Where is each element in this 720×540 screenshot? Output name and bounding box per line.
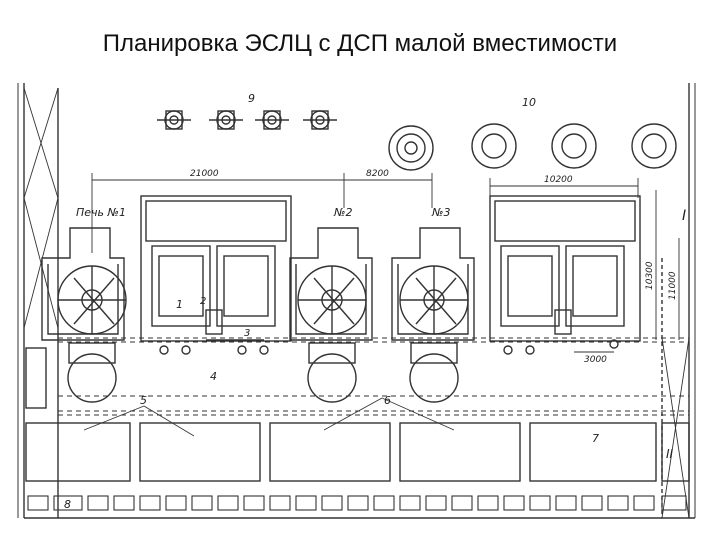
rail-cars-row bbox=[27, 495, 687, 511]
label-furnace-3: №3 bbox=[431, 206, 450, 219]
dim-21000: 21000 bbox=[190, 169, 219, 179]
ladles-row bbox=[388, 123, 677, 171]
label-9: 9 bbox=[248, 92, 255, 105]
dim-8200: 8200 bbox=[366, 169, 389, 179]
furnace-2 bbox=[289, 227, 373, 403]
label-1: 1 bbox=[176, 298, 183, 311]
label-roman-2: II bbox=[666, 447, 674, 461]
dim-3000: 3000 bbox=[584, 355, 607, 365]
storage-bins-row bbox=[25, 422, 690, 482]
control-buildings bbox=[140, 195, 641, 342]
dim-11000: 11000 bbox=[668, 271, 678, 300]
slide-title: Планировка ЭСЛЦ с ДСП малой вместимости bbox=[102, 30, 618, 57]
small-devices bbox=[159, 309, 619, 355]
label-furnace-1: Печь №1 bbox=[76, 206, 126, 219]
label-8: 8 bbox=[64, 498, 71, 511]
label-5: 5 bbox=[140, 394, 147, 407]
crane-rails bbox=[58, 337, 689, 416]
label-10: 10 bbox=[522, 96, 536, 109]
leader-lines bbox=[83, 397, 455, 437]
label-2: 2 bbox=[200, 296, 206, 307]
label-4: 4 bbox=[210, 370, 217, 383]
shop-layout-drawing: Печь №1 №2 №3 1 2 3 4 5 6 7 8 9 10 I II … bbox=[17, 83, 696, 519]
label-7: 7 bbox=[592, 432, 599, 445]
side-cabinet bbox=[25, 347, 47, 409]
label-roman-1: I bbox=[682, 208, 686, 224]
dim-10200: 10200 bbox=[544, 175, 573, 185]
dimension-lines bbox=[91, 173, 680, 353]
dim-10300: 10300 bbox=[645, 261, 655, 290]
drawing-labels: Печь №1 №2 №3 1 2 3 4 5 6 7 8 9 10 I II … bbox=[64, 92, 686, 511]
label-6: 6 bbox=[384, 394, 391, 407]
furnace-1 bbox=[41, 227, 127, 403]
building-outline bbox=[17, 83, 696, 519]
label-furnace-2: №2 bbox=[333, 206, 352, 219]
label-3: 3 bbox=[244, 328, 250, 339]
furnace-3 bbox=[391, 227, 475, 403]
charging-baskets-row bbox=[157, 110, 337, 130]
